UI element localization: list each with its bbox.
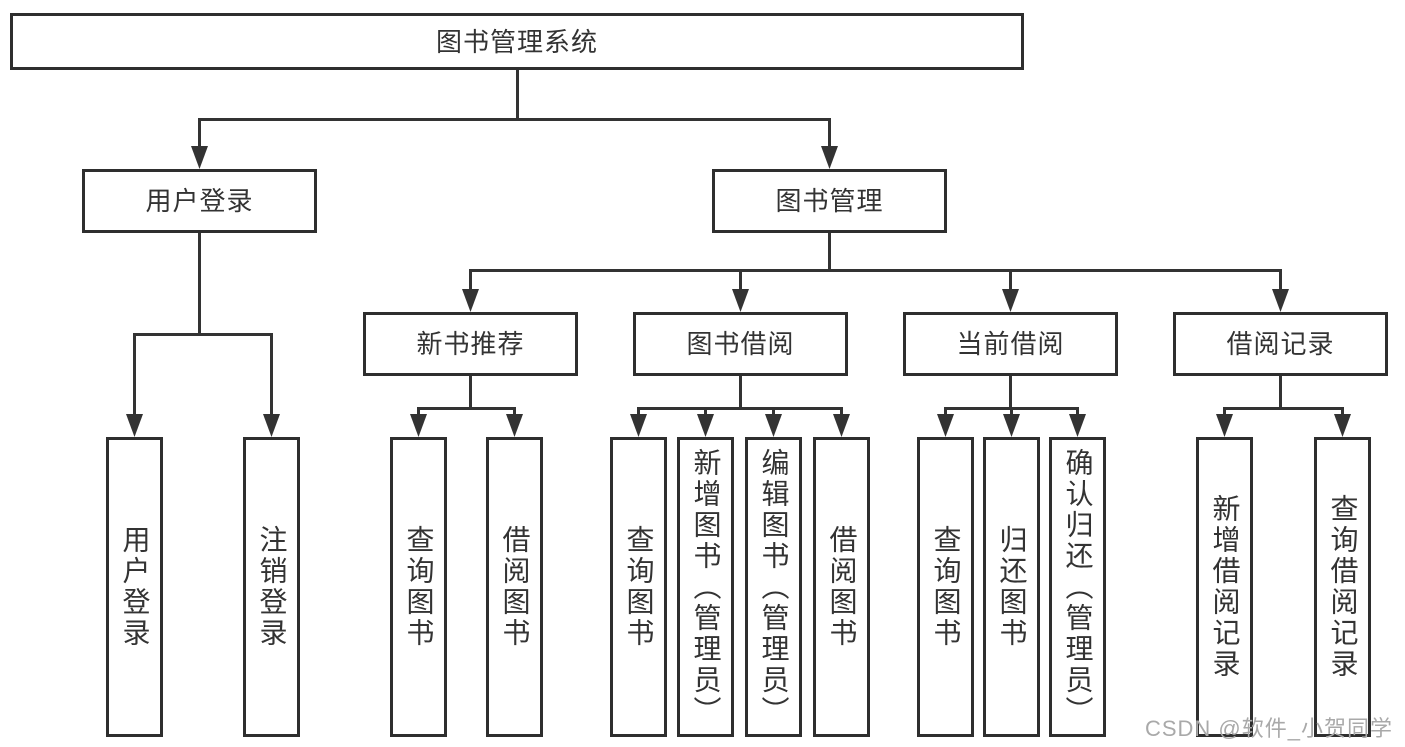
arrow-down-icon: [732, 289, 749, 312]
arrow-down-icon: [462, 289, 479, 312]
arrow-down-icon: [1334, 414, 1351, 437]
node-current-borrow: 当前借阅: [903, 312, 1118, 376]
leaf-query-borrow-record: 查询借阅记录: [1314, 437, 1371, 737]
leaf-borrow-books-1: 借阅图书: [486, 437, 543, 737]
node-new-book-recommend: 新书推荐: [363, 312, 578, 376]
leaf-return-books: 归还图书: [983, 437, 1040, 737]
connector-current-subtree: [944, 375, 1079, 419]
leaf-add-borrow-record: 新增借阅记录: [1196, 437, 1253, 737]
arrow-down-icon: [630, 414, 647, 437]
leaf-user-login: 用户登录: [106, 437, 163, 737]
arrow-down-icon: [821, 146, 838, 169]
leaf-logout: 注销登录: [243, 437, 300, 737]
arrow-down-icon: [126, 414, 143, 437]
arrow-down-icon: [1003, 414, 1020, 437]
leaf-query-books-2: 查询图书: [610, 437, 667, 737]
leaf-edit-books-admin: 编辑图书（管理员）: [745, 437, 802, 737]
leaf-query-books-3: 查询图书: [917, 437, 974, 737]
connector-user-login-subtree: [133, 232, 273, 418]
node-user-login: 用户登录: [82, 169, 317, 233]
connector-book-mgmt-to-level3: [469, 232, 1282, 293]
arrow-down-icon: [937, 414, 954, 437]
connector-root-to-level2: [198, 66, 831, 150]
arrow-down-icon: [765, 414, 782, 437]
csdn-watermark: CSDN @软件_小贺同学: [1144, 716, 1393, 741]
connector-borrow-subtree: [637, 375, 843, 419]
arrow-down-icon: [1216, 414, 1233, 437]
arrow-down-icon: [1002, 289, 1019, 312]
node-book-borrow: 图书借阅: [633, 312, 848, 376]
arrow-down-icon: [833, 414, 850, 437]
arrow-down-icon: [263, 414, 280, 437]
connector-newbook-subtree: [417, 375, 516, 419]
node-root-system: 图书管理系统: [10, 13, 1024, 70]
node-borrow-records: 借阅记录: [1173, 312, 1388, 376]
arrow-down-icon: [1069, 414, 1086, 437]
node-book-management: 图书管理: [712, 169, 947, 233]
leaf-borrow-books-2: 借阅图书: [813, 437, 870, 737]
arrow-down-icon: [506, 414, 523, 437]
arrow-down-icon: [191, 146, 208, 169]
arrow-down-icon: [697, 414, 714, 437]
leaf-query-books-1: 查询图书: [390, 437, 447, 737]
arrow-down-icon: [1272, 289, 1289, 312]
connector-records-subtree: [1223, 375, 1344, 419]
arrow-down-icon: [410, 414, 427, 437]
leaf-confirm-return-admin: 确认归还（管理员）: [1049, 437, 1106, 737]
leaf-add-books-admin: 新增图书（管理员）: [677, 437, 734, 737]
